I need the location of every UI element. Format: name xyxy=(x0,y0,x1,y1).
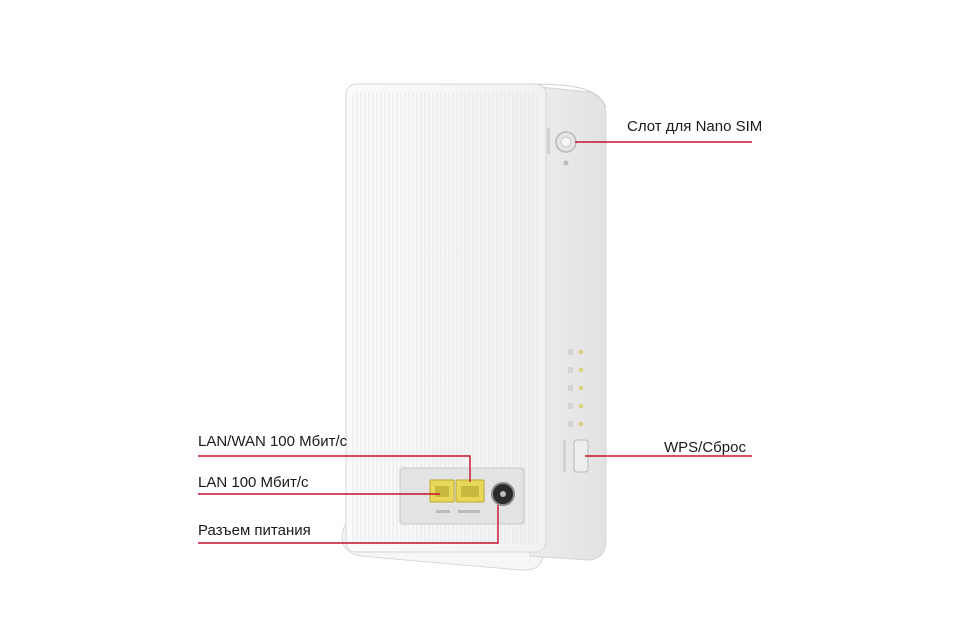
led-icon xyxy=(568,421,573,427)
sim-label-marks xyxy=(547,128,550,154)
status-led xyxy=(578,349,584,355)
status-leds xyxy=(568,349,584,427)
status-led xyxy=(578,403,584,409)
callout-line-lan-wan xyxy=(198,455,471,482)
led-icon xyxy=(568,385,573,391)
led-icon xyxy=(568,367,573,373)
router-frame xyxy=(531,83,607,109)
led-icon xyxy=(568,403,573,409)
callout-lines xyxy=(198,141,752,544)
status-led xyxy=(578,421,584,427)
lan-label: LAN 100 Мбит/с xyxy=(198,474,309,491)
lan-wan-label: LAN/WAN 100 Мбит/с xyxy=(198,433,348,450)
led-icon xyxy=(568,349,573,355)
status-led xyxy=(578,385,584,391)
sim-slot-label: Слот для Nano SIM xyxy=(627,118,763,135)
callout-line-power xyxy=(198,505,499,544)
power-label: Разъем питания xyxy=(198,522,311,539)
router-ribbed-texture xyxy=(352,92,538,544)
port-label-marks xyxy=(436,510,450,513)
sim-pinhole-icon xyxy=(563,160,569,166)
wps-reset-label: WPS/Сброс xyxy=(664,439,746,456)
status-led xyxy=(578,367,584,373)
